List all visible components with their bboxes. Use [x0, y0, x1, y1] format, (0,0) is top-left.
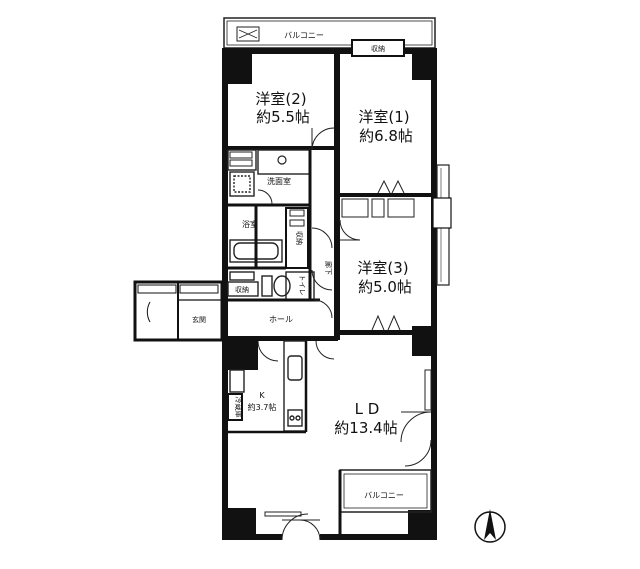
label-balcony-bottom: バルコニー [364, 491, 404, 500]
label-ld-name: L D [355, 400, 380, 418]
bottom-balcony [338, 469, 432, 540]
label-corridor: 廊下 [324, 261, 333, 275]
walls [222, 48, 437, 540]
label-bath: 浴室 [242, 219, 258, 229]
label-western2-size: 約5.5帖 [256, 108, 310, 126]
label-toilet: トイレ [298, 275, 306, 296]
shelf-marks [229, 151, 305, 227]
label-western1-size: 約6.8帖 [359, 127, 413, 145]
label-washroom: 洗面室 [267, 176, 291, 186]
label-fridge: 冷蔵庫 [234, 397, 243, 418]
storage-top [351, 39, 405, 57]
right-closet-strip [432, 164, 452, 286]
label-western2-name: 洋室(2) [255, 90, 306, 108]
label-western3-size: 約5.0帖 [358, 278, 412, 296]
label-ld-size: 約13.4帖 [334, 419, 397, 437]
label-kitchen-k: K [259, 391, 265, 400]
label-storage-mid: 収納 [295, 231, 304, 245]
aircon-icon [236, 26, 260, 42]
label-entrance: 玄関 [192, 315, 206, 324]
kitchen [227, 340, 308, 434]
label-hall: ホール [269, 315, 293, 324]
label-storage-small: 収納 [235, 285, 249, 294]
labels: バルコニー 収納 洋室(2) 約5.5帖 洋室(1) 約6.8帖 洋室(3) 約… [192, 31, 413, 500]
north-arrow-icon [474, 509, 506, 543]
label-western1-name: 洋室(1) [358, 108, 409, 126]
label-balcony-top: バルコニー [284, 31, 324, 40]
label-western3-name: 洋室(3) [357, 259, 408, 277]
entrance-wing [133, 280, 224, 342]
wet-area [227, 149, 320, 302]
doors [257, 127, 432, 541]
label-storage-top: 収納 [371, 44, 385, 53]
label-kitchen-size: 約3.7帖 [248, 402, 277, 412]
